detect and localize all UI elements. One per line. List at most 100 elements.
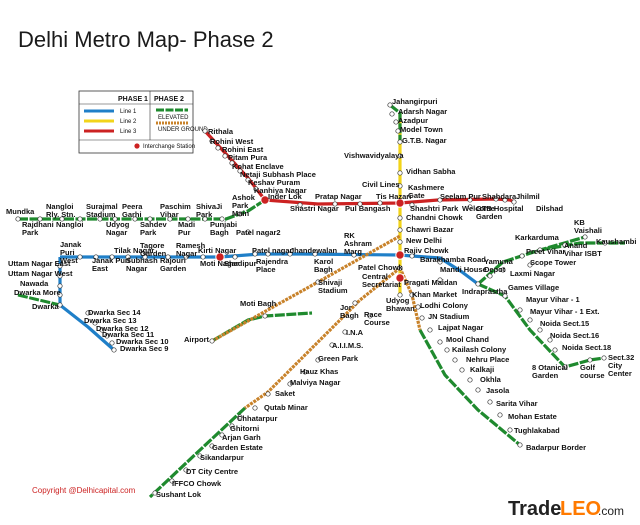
station-marker-nehru: [452, 357, 458, 363]
station-marker-lodhi: [415, 304, 421, 310]
station-marker-sushant: [152, 490, 158, 496]
interchange-marker-central: [395, 273, 405, 283]
station-label-patelnagar: Patel nagar: [252, 246, 293, 255]
station-label-saket: Saket: [275, 389, 296, 398]
station-label-malviya: Malviya Nagar: [290, 378, 341, 387]
station-marker-rajendra: [265, 251, 271, 257]
station-marker-indraprastha: [475, 281, 481, 287]
station-marker-rajouri: [165, 254, 171, 260]
interchange-marker-inderlok: [260, 195, 270, 205]
station-marker-ramesh: [183, 254, 189, 260]
station-label-dw9: Dwarka Sec 9: [120, 344, 168, 353]
station-marker-subhash: [125, 254, 131, 260]
station-marker-sikandarpur: [197, 453, 203, 459]
station-marker-sahdev: [147, 216, 153, 222]
legend-line1: Line 1: [120, 109, 137, 115]
station-label-nehru: Nehru Place: [466, 355, 509, 364]
station-label-newdelhi: New Delhi: [406, 236, 442, 245]
station-marker-jasola: [475, 387, 481, 393]
station-marker-ashokpark: [237, 211, 243, 217]
station-marker-rkashram: [351, 252, 357, 258]
station-marker-peeragarhi: [132, 216, 138, 222]
station-label-pragati: Pragati Maidan: [404, 278, 458, 287]
station-marker-ina: [342, 329, 348, 335]
station-label-kailash: Kailash Colony: [452, 345, 507, 354]
station-marker-dw13: [92, 320, 98, 326]
station-marker-saket: [265, 391, 271, 397]
station-marker-shastripark: [409, 202, 415, 208]
station-label-patelchowk: Patel Chowk: [358, 263, 403, 272]
station-label-badarpur: Badarpur Border: [526, 443, 586, 452]
station-marker-patelchowk: [397, 265, 403, 271]
station-marker-scopetower: [527, 262, 533, 268]
station-marker-barakhamba: [409, 253, 415, 259]
station-marker-tughlakabad: [507, 427, 513, 433]
station-marker-azadpur: [393, 119, 399, 125]
watermark-part1: Trade: [508, 498, 561, 520]
station-label-sushant: Sushant Lok: [156, 490, 202, 499]
station-label-pulbangash: Pul Bangash: [345, 204, 391, 213]
station-marker-shivajipark: [202, 216, 208, 222]
station-marker-motinagar: [200, 254, 206, 260]
station-marker-gardenestate: [209, 443, 215, 449]
station-marker-kaushambi: [602, 240, 608, 246]
station-label-mayurext: Mayur Vihar - 1 Ext.: [530, 307, 599, 316]
station-label-ina: I.N.A: [346, 328, 364, 337]
station-marker-kbvaishali: [582, 234, 588, 240]
station-marker-dw10: [109, 340, 115, 346]
station-label-jahangirpuri: Jahangirpuri: [392, 97, 437, 106]
station-marker-tishazari: [377, 200, 383, 206]
station-marker-dwarka: [57, 302, 63, 308]
station-label-welcome: Welcome: [462, 204, 495, 213]
station-label-barakhamba: Barakhamba Road: [420, 255, 486, 264]
station-label-jhandewalan: Jhandewalan: [290, 246, 338, 255]
station-markers: [15, 102, 608, 496]
legend-interchange: Interchange Station: [143, 144, 195, 150]
station-label-inderlok: Inder Lok: [268, 192, 303, 201]
station-marker-chawri: [397, 227, 403, 233]
station-marker-madipur: [185, 216, 191, 222]
station-marker-dtcity: [183, 467, 189, 473]
station-marker-arjangarh: [219, 432, 225, 438]
station-marker-mohan: [497, 412, 503, 418]
station-label-netaji: Netaji Subhash Place: [240, 170, 316, 179]
station-marker-moolchand: [437, 339, 443, 345]
station-label-kohat: Kohat Enclave: [232, 162, 284, 171]
station-label-ghitorni: Ghitorni: [230, 424, 259, 433]
station-marker-preetvihar: [519, 253, 525, 259]
station-label-dwarkamore: Dwarka More: [14, 288, 61, 297]
station-marker-karkarduma: [537, 247, 543, 253]
watermark-part2: LEO: [560, 498, 601, 520]
station-marker-gtb: [397, 139, 403, 145]
station-label-lodhi: Lodhi Colony: [420, 301, 469, 310]
station-label-shahdara: Shahdara: [482, 192, 517, 201]
station-marker-newdelhi: [397, 239, 403, 245]
station-marker-otanical: [562, 364, 568, 370]
station-label-dw14: Dwarka Sec 14: [88, 308, 141, 317]
station-marker-kalkaji: [459, 367, 465, 373]
station-marker-vishwa: [397, 153, 403, 159]
watermark-part3: .com: [598, 504, 624, 518]
station-marker-seelampur: [437, 197, 443, 203]
station-label-lajpat: Lajpat Nagar: [438, 323, 484, 332]
gurgaon-underground: [244, 266, 401, 410]
copyright: Copyright @Delhicapital.com: [32, 486, 136, 495]
station-marker-aiims: [329, 342, 335, 348]
station-marker-iffco: [169, 478, 175, 484]
station-label-motinagar: Moti Nagar: [200, 259, 239, 268]
legend-underground: UNDER GROUND: [158, 127, 208, 133]
station-marker-nangloirly: [59, 216, 65, 222]
station-label-khanmarket: Khan Market: [412, 290, 458, 299]
station-label-tishazari: Tis Hazari: [376, 192, 411, 201]
station-marker-udyog: [397, 292, 403, 298]
